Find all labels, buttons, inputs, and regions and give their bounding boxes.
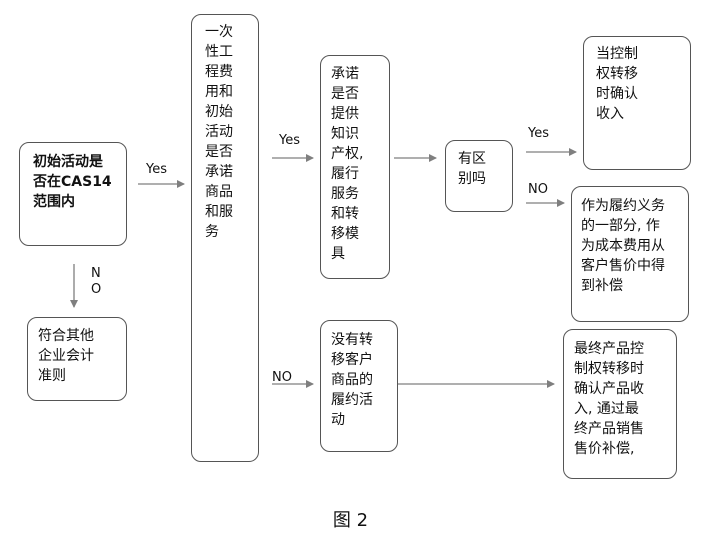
label-yes-2: Yes [279,133,300,148]
start-box [19,142,127,246]
distinct-box [445,140,513,212]
start-text: 初始活动是 否在CAS14 范围内 [33,154,112,210]
ip-promise-box [320,55,390,279]
distinct-text: 有区 别吗 [458,151,486,187]
one-time-fee-box [191,14,259,462]
label-no-down: N O [91,266,102,297]
performance-obligation-box [571,186,689,322]
label-no-3: NO [528,182,548,197]
label-yes-1: Yes [146,162,167,177]
other-standards-box [27,317,127,401]
no-transfer-box [320,320,398,452]
ip-promise-text: 承诺 是否 提供 知识 产权, 履行 服务 和转 移模 具 [331,66,364,262]
control-transfer-text: 当控制 权转移 时确认 收入 [596,46,638,122]
no-transfer-text: 没有转 移客户 商品的 履约活 动 [331,332,373,428]
figure-caption: 图 2 [332,510,369,531]
other-standards-text: 符合其他 企业会计 准则 [38,328,94,384]
label-no-2: NO [272,370,292,385]
label-yes-3: Yes [528,126,549,141]
final-product-text: 最终产品控 制权转移时 确认产品收 入, 通过最 终产品销售 售价补偿, [574,341,644,457]
performance-obligation-text: 作为履约义务 的一部分, 作 为成本费用从 客户售价中得 到补偿 [581,198,665,294]
control-transfer-box [583,36,691,170]
one-time-fee-text: 一次 性工 程费 用和 初始 活动 是否 承诺 商品 和服 务 [205,24,233,240]
final-product-box [563,329,677,479]
